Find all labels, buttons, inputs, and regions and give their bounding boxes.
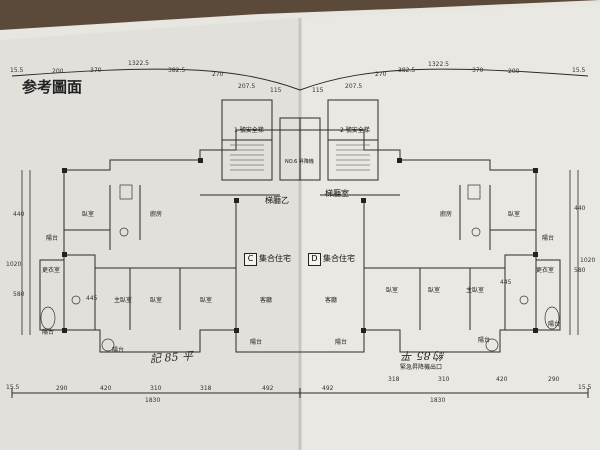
bottom-dim: 420 <box>496 376 508 383</box>
right-vdim: 580 <box>574 267 586 274</box>
stair-left-label: 1 號安全梯 <box>234 127 264 134</box>
room-label: 更衣室 <box>536 267 555 274</box>
room-label: 陽台 <box>46 235 59 242</box>
room-label: 臥室 <box>428 287 441 294</box>
hall-label: 梯廳乙 <box>265 196 289 205</box>
bottom-dim: 492 <box>262 385 274 392</box>
emergency-exit-note: 緊急昇降機出口 <box>400 364 443 371</box>
room-label: 陽台 <box>250 339 263 346</box>
bottom-dim: 15.5 <box>578 384 592 391</box>
bottom-dim: 310 <box>150 385 162 392</box>
left-vdim: 1020 <box>6 261 22 268</box>
top-dim: 207.5 <box>345 83 363 90</box>
top-dim: 15.5 <box>572 67 586 74</box>
room-label: 臥室 <box>150 297 163 304</box>
bottom-dim: 318 <box>200 385 212 392</box>
top-dim: 115 <box>312 87 324 94</box>
bottom-dim: 290 <box>548 376 560 383</box>
right-vdim: 445 <box>500 279 512 286</box>
bottom-dim: 420 <box>100 385 112 392</box>
right-vdim: 1020 <box>580 257 596 264</box>
top-dim: 1322.5 <box>428 61 449 68</box>
room-label: 臥室 <box>386 287 399 294</box>
handwritten-note-left: 記 85 平 <box>149 349 194 366</box>
stair-right-label: 2 號安全梯 <box>340 127 370 134</box>
room-label: 廚房 <box>150 211 163 218</box>
bottom-dim: 310 <box>438 376 450 383</box>
bottom-dim: 492 <box>322 385 334 392</box>
top-dim: 207.5 <box>238 83 256 90</box>
bottom-dim: 318 <box>388 376 400 383</box>
unit-c-marker: C <box>244 253 257 266</box>
room-label: 陽台 <box>548 321 561 328</box>
room-label: 廚房 <box>440 211 453 218</box>
top-dim: 115 <box>270 87 282 94</box>
top-dim: 370 <box>472 67 484 74</box>
room-label: 陽台 <box>42 329 55 336</box>
room-label: 陽台 <box>542 235 555 242</box>
lounge-label: 梯廳室 <box>325 189 349 198</box>
top-dim: 382.5 <box>168 67 186 74</box>
top-dim: 370 <box>90 67 102 74</box>
unit-d-marker: D <box>308 253 321 266</box>
top-dim: 200 <box>508 68 520 75</box>
room-label: 陽台 <box>112 347 125 354</box>
room-label: 臥室 <box>200 297 213 304</box>
room-label: 主臥室 <box>466 287 485 294</box>
bottom-dim: 15.5 <box>6 384 20 391</box>
room-label: 陽台 <box>335 339 348 346</box>
room-label: 陽台 <box>478 337 491 344</box>
top-dim: 200 <box>52 68 64 75</box>
unit-d-label: 集合住宅 <box>323 254 355 263</box>
room-label: 客廳 <box>260 297 273 304</box>
unit-c-label: 集合住宅 <box>259 254 291 263</box>
left-vdim: 580 <box>13 291 25 298</box>
left-vdim: 445 <box>86 295 98 302</box>
room-label: 更衣室 <box>42 267 61 274</box>
top-dim: 1322.5 <box>128 60 149 67</box>
handwritten-note-right: 約 85 平 <box>402 349 445 362</box>
room-label: 臥室 <box>508 211 521 218</box>
left-vdim: 440 <box>13 211 25 218</box>
room-label: 臥室 <box>82 211 95 218</box>
room-label: 客廳 <box>325 297 338 304</box>
elevator-label: NO.6 昇降機 <box>285 159 314 165</box>
drawing-title: 参考圖面 <box>22 78 83 96</box>
top-dim: 15.5 <box>10 67 24 74</box>
top-dim: 270 <box>375 71 387 78</box>
bottom-total: 1830 <box>430 397 446 404</box>
bottom-dim: 290 <box>56 385 68 392</box>
bottom-total: 1830 <box>145 397 161 404</box>
room-label: 主臥室 <box>114 297 133 304</box>
right-vdim: 440 <box>574 205 586 212</box>
top-dim: 270 <box>212 71 224 78</box>
top-dim: 382.5 <box>398 67 416 74</box>
